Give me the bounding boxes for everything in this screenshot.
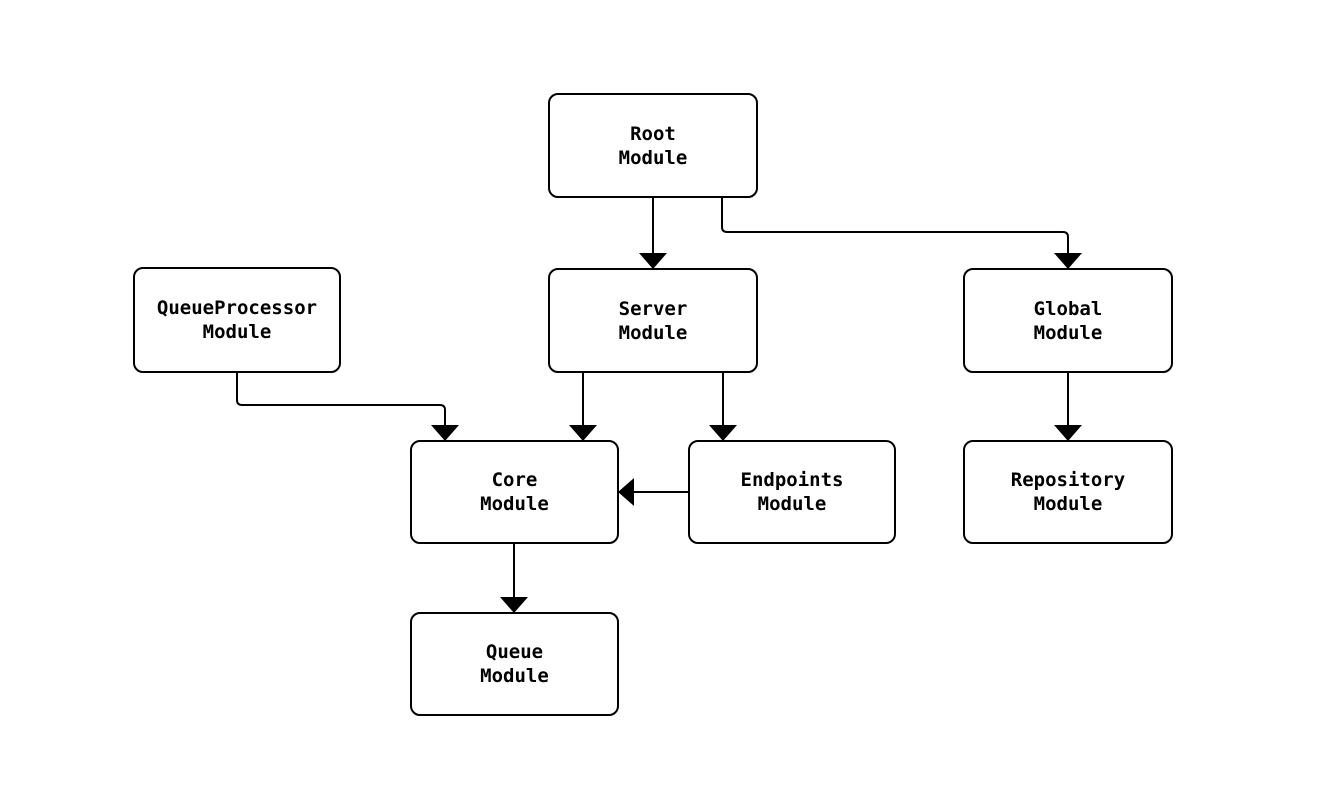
node-label: Repository	[1010, 469, 1126, 491]
node-label: Core	[491, 469, 538, 491]
node-label: Module	[1033, 321, 1103, 344]
node-label: Module	[757, 493, 827, 515]
node-repository-module: Repository Module	[963, 440, 1173, 544]
node-label: Endpoints	[740, 469, 844, 491]
node-label: Queue	[485, 641, 544, 663]
node-endpoints-module: Endpoints Module	[688, 440, 896, 544]
node-label: Module	[480, 665, 549, 687]
node-global-module: Global Module	[963, 268, 1173, 373]
node-label: Server	[618, 297, 688, 320]
node-server-module: Server Module	[548, 268, 758, 373]
node-label: Root	[630, 122, 676, 145]
node-label: Module	[202, 321, 272, 343]
node-label: Module	[1033, 493, 1103, 515]
node-label: Module	[480, 493, 549, 515]
node-label: Module	[618, 321, 688, 344]
node-root-module: Root Module	[548, 93, 758, 198]
edge-root-to-global	[721, 198, 1082, 269]
node-label: QueueProcessor	[156, 297, 318, 319]
node-core-module: Core Module	[410, 440, 619, 544]
node-queue-module: Queue Module	[410, 612, 619, 716]
node-label: Module	[618, 146, 688, 169]
node-queueprocessor-module: QueueProcessor Module	[133, 267, 341, 373]
edge-queueprocessor-to-core	[236, 373, 459, 441]
node-label: Global	[1033, 297, 1103, 320]
